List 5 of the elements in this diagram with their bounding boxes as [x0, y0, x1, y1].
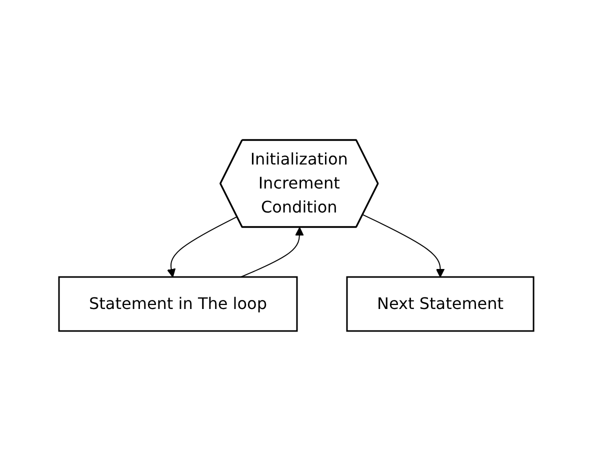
node-box: Next Statement: [346, 276, 534, 332]
node-box: Statement in The loop: [58, 276, 298, 332]
arrow: [240, 227, 304, 278]
arrow: [362, 214, 444, 278]
arrow: [166, 216, 238, 278]
